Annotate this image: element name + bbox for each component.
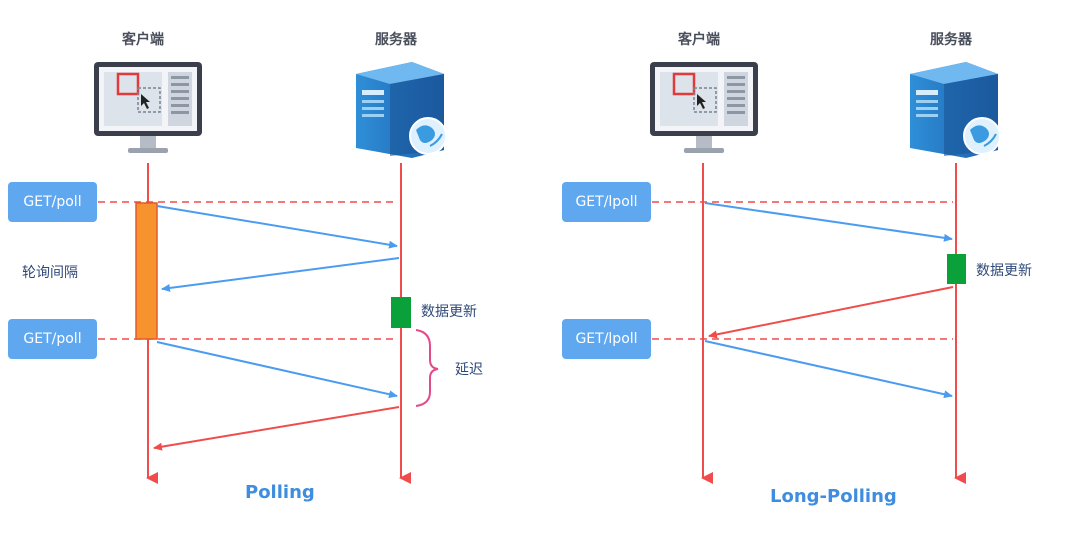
delay-bracket (415, 329, 439, 407)
polling-title: Polling (245, 482, 315, 503)
server-icon (910, 62, 1001, 158)
client-label: 客户端 (678, 32, 720, 48)
request-badge-1: GET/poll (8, 182, 97, 222)
server-label: 服务器 (930, 32, 972, 48)
request-arrow-1 (156, 205, 398, 249)
client-computer-icon (94, 62, 202, 153)
update-label: 数据更新 (421, 304, 477, 320)
long-polling-title: Long-Polling (770, 486, 897, 507)
polling-interval-bar (135, 202, 158, 340)
data-update-block (947, 254, 966, 284)
request-badge-2: GET/lpoll (562, 319, 651, 359)
client-label: 客户端 (122, 32, 164, 48)
server-label: 服务器 (375, 32, 417, 48)
update-label: 数据更新 (976, 263, 1032, 279)
request-arrow-1 (704, 202, 953, 242)
client-computer-icon (650, 62, 758, 153)
request-badge-2: GET/poll (8, 319, 97, 359)
interval-label: 轮询间隔 (22, 265, 78, 281)
delay-label: 延迟 (455, 362, 483, 378)
data-update-block (391, 297, 411, 328)
response-arrow-empty (161, 257, 400, 292)
request-arrow-2 (704, 340, 953, 399)
server-icon (356, 62, 447, 158)
response-arrow-data (708, 286, 954, 339)
request-badge-1: GET/lpoll (562, 182, 651, 222)
request-arrow-2 (156, 341, 398, 399)
response-arrow-data (153, 406, 400, 451)
